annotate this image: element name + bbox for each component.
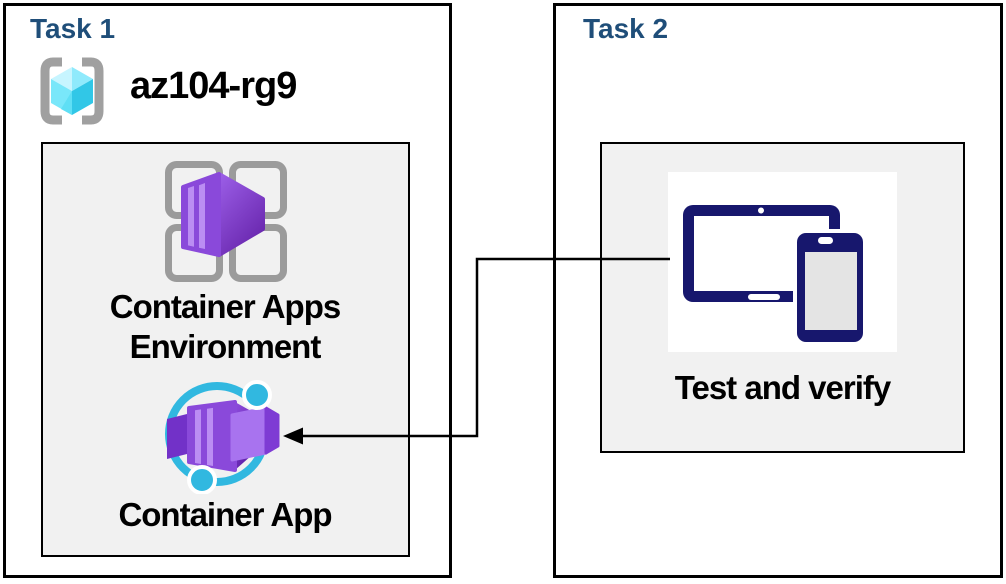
- devices-icon: [683, 205, 867, 346]
- container-apps-environment-label: Container Apps Environment: [109, 288, 341, 365]
- container-app-icon: [165, 380, 280, 494]
- container-app-label: Container App: [118, 496, 332, 533]
- resource-group-label: az104-rg9: [130, 65, 297, 107]
- resource-group-icon: [40, 57, 104, 125]
- container-apps-environment-icon: [165, 161, 287, 282]
- test-and-verify-label: Test and verify: [674, 369, 891, 406]
- devices-icon-plate: [668, 172, 897, 352]
- task1-title: Task 1: [30, 13, 116, 44]
- task2-title: Task 2: [583, 13, 669, 44]
